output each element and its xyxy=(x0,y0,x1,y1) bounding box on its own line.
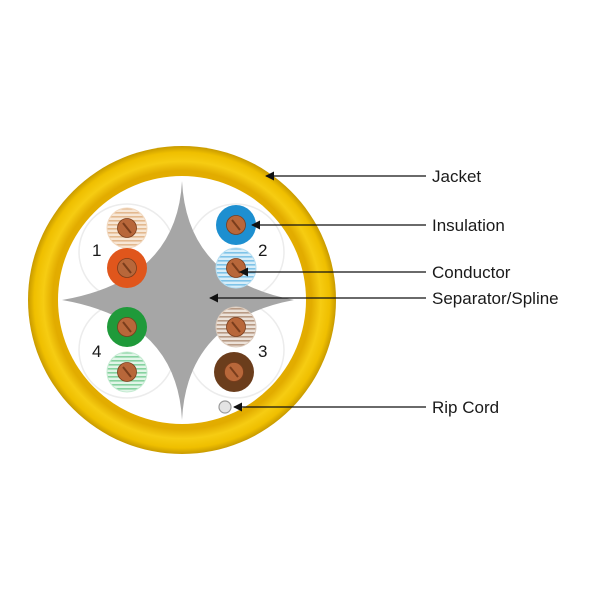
pair-4-wire-2 xyxy=(106,351,148,393)
pair-1-wire-2 xyxy=(107,248,147,288)
conductor-strand xyxy=(231,219,241,231)
pair-1-wire-1 xyxy=(106,207,148,249)
pair-3-wire-1 xyxy=(215,306,257,348)
conductor-strand xyxy=(229,366,239,378)
pair-number-3: 3 xyxy=(258,342,267,361)
conductor-strand xyxy=(122,321,132,333)
conductor-label: Conductor xyxy=(432,263,511,282)
pair-number-4: 4 xyxy=(92,342,101,361)
twisted-pairs xyxy=(106,205,257,393)
leader-lines xyxy=(209,171,426,412)
rip-cord-label: Rip Cord xyxy=(432,398,499,417)
pair-3-wire-2 xyxy=(214,352,254,392)
pair-2-wire-1 xyxy=(216,205,256,245)
insulation-label: Insulation xyxy=(432,216,505,235)
separator-label: Separator/Spline xyxy=(432,289,559,308)
conductor-strand xyxy=(122,262,132,274)
conductor-strand xyxy=(122,222,132,234)
jacket-label: Jacket xyxy=(432,167,481,186)
pair-4-wire-1 xyxy=(107,307,147,347)
rip-cord xyxy=(218,400,232,414)
conductor-strand xyxy=(122,366,132,378)
pair-2-wire-2 xyxy=(215,247,257,289)
conductor-strand xyxy=(231,262,241,274)
conductor-strand xyxy=(231,321,241,333)
pair-number-1: 1 xyxy=(92,241,101,260)
separator-spline xyxy=(62,181,294,420)
pair-number-2: 2 xyxy=(258,241,267,260)
